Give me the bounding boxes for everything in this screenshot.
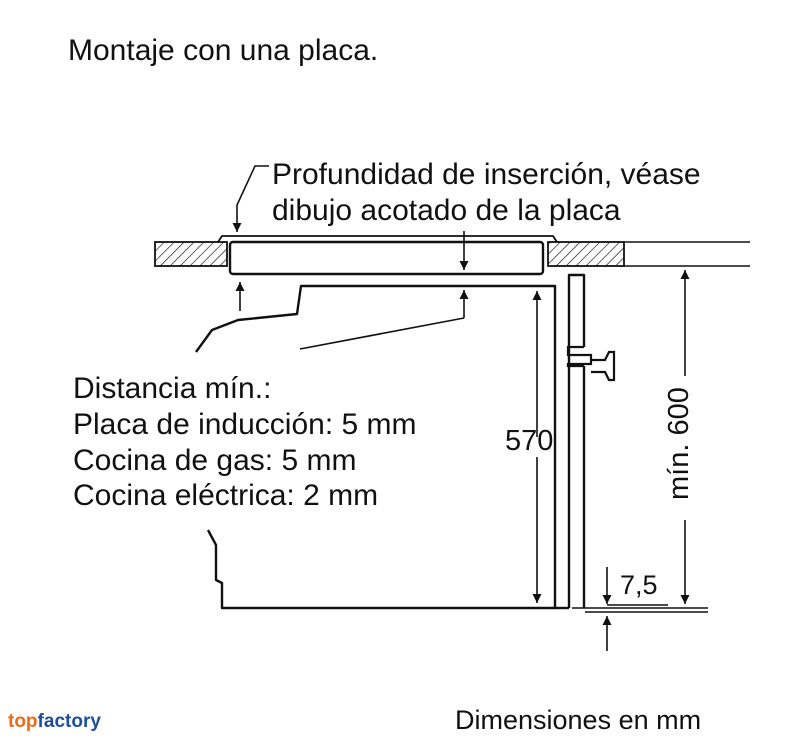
- hob: [217, 235, 558, 276]
- dimension-lines: [232, 165, 708, 651]
- worktop-left: [154, 241, 228, 267]
- insertion-depth-note-line-1: Profundidad de inserción, véase: [272, 158, 701, 191]
- oven-door-handle: [566, 345, 616, 382]
- worktop-edge-lines: [624, 241, 750, 267]
- min-distance-gas: Cocina de gas: 5 mm: [73, 444, 357, 477]
- min-distance-induction: Placa de inducción: 5 mm: [73, 408, 417, 441]
- min-distance-electric: Cocina eléctrica: 2 mm: [73, 479, 379, 512]
- page-title: Montaje con una placa.: [68, 34, 379, 67]
- worktop-right: [547, 241, 625, 267]
- cavity-height-label: 570: [505, 425, 554, 457]
- units-note: Dimensiones en mm: [455, 705, 702, 735]
- offset-label: 7,5: [620, 570, 658, 600]
- insertion-depth-note-line-2: dibujo acotado de la placa: [272, 194, 621, 227]
- oven-body: [195, 273, 586, 610]
- min-distance-heading: Distancia mín.:: [73, 372, 272, 405]
- brand-logo: topfactory: [8, 711, 101, 732]
